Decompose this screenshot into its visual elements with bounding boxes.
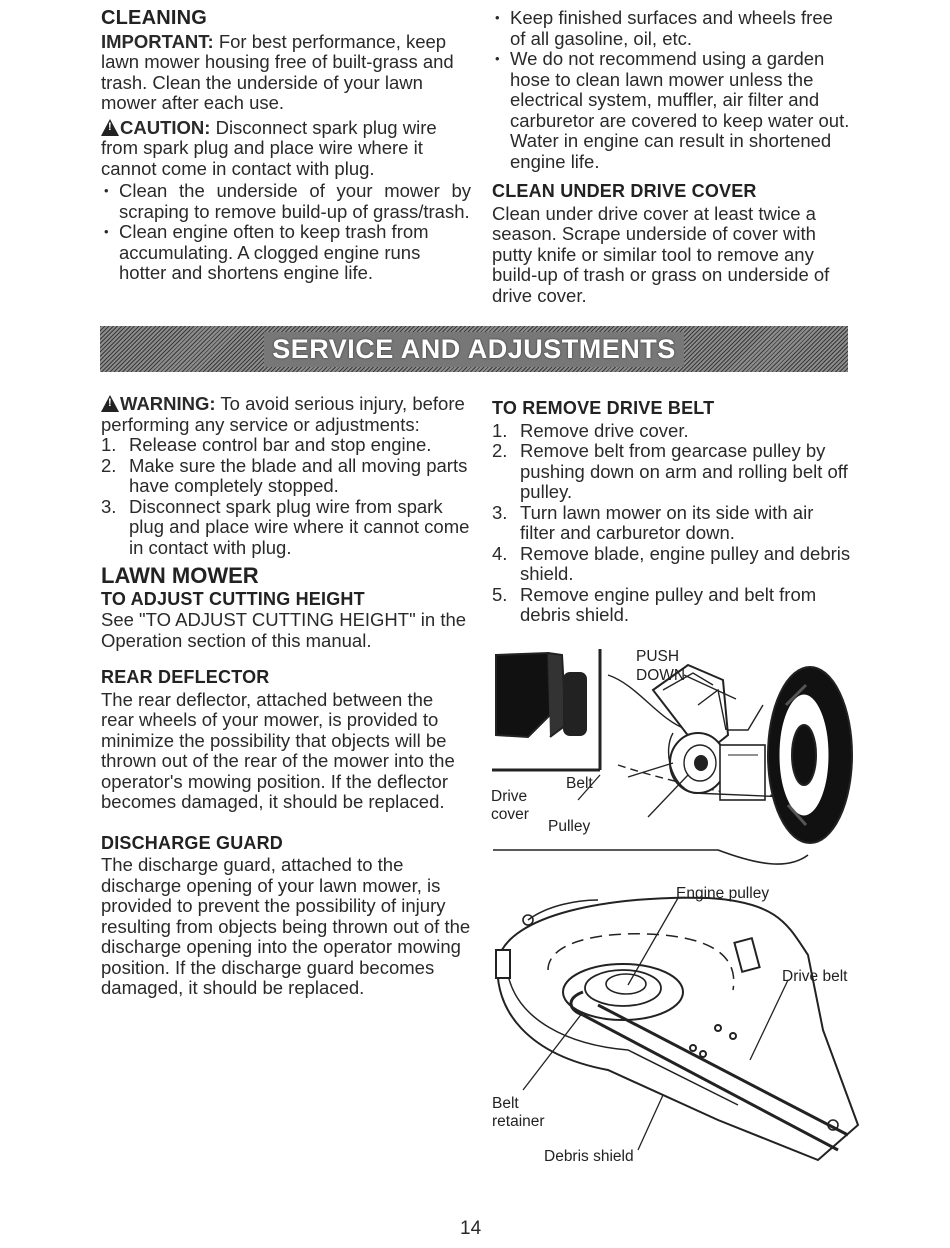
service-left-section: WARNING: To avoid serious injury, before… <box>101 393 471 999</box>
caution-label: CAUTION: <box>120 116 211 138</box>
list-item: We do not recommend using a garden hose … <box>492 48 852 172</box>
debris-shield-illustration <box>495 896 860 1162</box>
warning-label: WARNING: <box>120 393 216 414</box>
list-item: Keep finished surfaces and wheels free o… <box>492 7 852 49</box>
discharge-guard-heading: DISCHARGE GUARD <box>101 832 284 853</box>
important-text: For best performance, keep lawn mower ho… <box>101 30 454 113</box>
drive-cover-label: Drive cover <box>491 788 529 823</box>
debris-shield-label: Debris shield <box>544 1148 634 1165</box>
cutting-height-text: See "TO ADJUST CUTTING HEIGHT" in the Op… <box>101 609 467 651</box>
warning-icon <box>101 395 119 412</box>
engine-pulley-label: Engine pulley <box>676 885 770 902</box>
belt-label-fig1: Belt <box>566 775 593 792</box>
step-text: Make sure the blade and all moving parts… <box>129 454 468 496</box>
banner-title: SERVICE AND ADJUSTMENTS <box>264 331 684 367</box>
step-text: Remove engine pulley and belt from debri… <box>520 583 817 625</box>
caution-paragraph: CAUTION: Disconnect spark plug wire from… <box>101 116 471 180</box>
list-item: 2.Make sure the blade and all moving par… <box>101 454 468 496</box>
push-down-label: PUSH DOWN <box>636 648 686 684</box>
step-text: Remove drive cover. <box>520 419 689 441</box>
clean-under-drive-cover-heading: CLEAN UNDER DRIVE COVER <box>492 181 757 201</box>
cleaning-right-section: Keep finished surfaces and wheels free o… <box>492 7 852 306</box>
list-item: Clean engine often to keep trash from ac… <box>101 221 471 284</box>
warning-steps: 1.Release control bar and stop engine. 2… <box>101 434 471 558</box>
list-item: 5.Remove engine pulley and belt from deb… <box>492 583 817 625</box>
important-label: IMPORTANT: <box>101 30 214 52</box>
clean-under-drive-cover-text: Clean under drive cover at least twice a… <box>492 202 830 306</box>
step-text: Release control bar and stop engine. <box>129 434 432 455</box>
belt-retainer-label: Belt retainer <box>492 1095 545 1130</box>
cleaning-bullets-right: Keep finished surfaces and wheels free o… <box>492 7 852 172</box>
list-item: 3.Turn lawn mower on its side with air f… <box>492 501 814 543</box>
list-item: 1.Release control bar and stop engine. <box>101 434 432 455</box>
pulley-label: Pulley <box>548 818 591 835</box>
drive-belt-label: Drive belt <box>782 968 848 985</box>
caution-text: Disconnect spark plug wire from spark pl… <box>101 116 437 179</box>
cutting-height-heading: TO ADJUST CUTTING HEIGHT <box>101 588 365 609</box>
list-item: 2.Remove belt from gearcase pulley by pu… <box>492 440 848 502</box>
cleaning-bullets-left: Clean the underside of your mower by scr… <box>101 180 471 284</box>
discharge-guard-text: The discharge guard, attached to the dis… <box>101 854 471 998</box>
rear-deflector-heading: REAR DEFLECTOR <box>101 667 270 687</box>
list-item: 4.Remove blade, engine pulley and debris… <box>492 542 851 584</box>
list-item: 3.Disconnect spark plug wire from spark … <box>101 495 470 558</box>
drive-cover-illustration <box>492 649 853 865</box>
lawn-mower-heading: LAWN MOWER <box>101 563 259 588</box>
rear-deflector-text: The rear deflector, attached between the… <box>101 688 455 812</box>
service-adjustments-banner: SERVICE AND ADJUSTMENTS <box>100 326 848 372</box>
important-paragraph: IMPORTANT: For best performance, keep la… <box>101 30 471 114</box>
step-text: Remove blade, engine pulley and debris s… <box>520 542 851 584</box>
step-text: Remove belt from gearcase pulley by push… <box>520 440 848 502</box>
list-item: Clean the underside of your mower by scr… <box>101 180 471 222</box>
remove-drive-belt-section: TO REMOVE DRIVE BELT 1.Remove drive cove… <box>492 398 852 626</box>
step-text: Turn lawn mower on its side with air fil… <box>520 501 814 543</box>
remove-drive-belt-steps: 1.Remove drive cover. 2.Remove belt from… <box>492 419 852 626</box>
list-item: 1.Remove drive cover. <box>492 419 689 441</box>
cleaning-heading: CLEANING <box>101 7 208 29</box>
warning-paragraph: WARNING: To avoid serious injury, before… <box>101 393 471 435</box>
caution-icon <box>101 118 119 136</box>
cleaning-section: CLEANING IMPORTANT: For best performance… <box>101 8 471 284</box>
step-text: Disconnect spark plug wire from spark pl… <box>129 495 470 558</box>
page-number: 14 <box>460 1218 482 1239</box>
remove-drive-belt-heading: TO REMOVE DRIVE BELT <box>492 398 715 418</box>
warning-text: To avoid serious injury, before performi… <box>101 393 465 435</box>
